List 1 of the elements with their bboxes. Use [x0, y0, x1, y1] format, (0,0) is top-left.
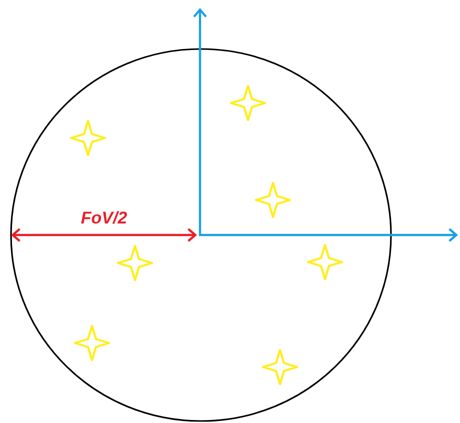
dimension-label: FoV/2 [81, 211, 127, 224]
